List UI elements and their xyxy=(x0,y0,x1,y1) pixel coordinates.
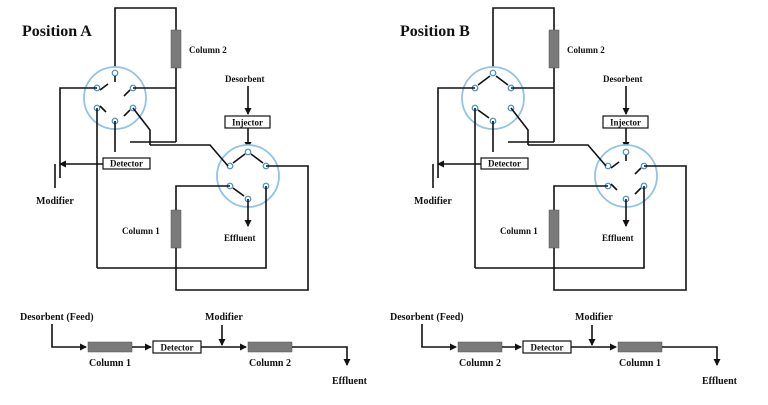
column-2-label: Column 2 xyxy=(189,45,227,55)
column-1-label: Column 1 xyxy=(122,226,160,236)
valve-port xyxy=(622,148,630,156)
valve-link xyxy=(477,109,490,119)
detector-label: Detector xyxy=(110,159,143,169)
wire xyxy=(150,144,229,167)
flow-sequence-a: Desorbent (Feed) Column 1 Detector Modif… xyxy=(20,312,368,387)
valve-port xyxy=(604,162,612,170)
detector-label: Detector xyxy=(488,159,521,169)
flow-detector-label: Detector xyxy=(531,343,564,353)
wire xyxy=(175,185,230,210)
flow-outlet-line xyxy=(662,346,721,366)
panel-title: Position A xyxy=(22,23,92,40)
wire xyxy=(437,87,475,118)
wire xyxy=(528,144,607,167)
valve-link xyxy=(250,153,264,164)
panel-position-a: Position A Column 2 Detector xyxy=(22,7,309,291)
feed-label: Desorbent (Feed) xyxy=(20,312,94,323)
flow-outlet-line xyxy=(292,346,351,366)
valve-port xyxy=(111,69,119,77)
wire xyxy=(97,186,267,269)
injector-label: Injector xyxy=(610,118,641,128)
desorbent-label: Desorbent xyxy=(225,74,265,84)
flow-second-column xyxy=(247,341,293,353)
valve-link xyxy=(232,187,245,197)
valve-port xyxy=(226,162,234,170)
effluent-label: Effluent xyxy=(602,233,634,243)
wire xyxy=(132,107,151,145)
second-column-label: Column 1 xyxy=(619,358,661,369)
top-loop-line xyxy=(492,7,555,73)
flow-modifier-label: Modifier xyxy=(575,312,613,323)
valve-link xyxy=(634,187,642,195)
valve-link xyxy=(495,75,509,86)
flow-first-column xyxy=(87,341,133,353)
wire xyxy=(175,165,309,291)
first-column-label: Column 2 xyxy=(459,358,501,369)
column-2-label: Column 2 xyxy=(567,45,605,55)
column-2 xyxy=(548,29,560,69)
wire xyxy=(59,87,97,118)
wire xyxy=(475,186,645,269)
valve-port xyxy=(489,69,497,77)
desorbent-label: Desorbent xyxy=(603,74,643,84)
valve-link xyxy=(99,83,109,91)
flow-effluent-label: Effluent xyxy=(332,376,368,387)
flow-detector-label: Detector xyxy=(161,343,194,353)
effluent-label: Effluent xyxy=(224,233,256,243)
feed-line xyxy=(421,324,457,351)
feed-label: Desorbent (Feed) xyxy=(390,312,464,323)
first-column-label: Column 1 xyxy=(89,358,131,369)
modifier-label: Modifier xyxy=(414,196,452,207)
column-2 xyxy=(170,29,182,69)
valve-link xyxy=(232,153,246,164)
column-1 xyxy=(548,209,560,249)
valve-link xyxy=(123,109,131,117)
valve-link xyxy=(123,89,131,97)
feed-line xyxy=(51,324,87,351)
flow-first-column xyxy=(457,341,503,353)
panel-position-b: Position B Column 2 Detector Modifier De… xyxy=(400,7,687,291)
valve-port xyxy=(244,148,252,156)
panel-title: Position B xyxy=(400,23,470,40)
flow-second-column xyxy=(617,341,663,353)
flow-modifier-label: Modifier xyxy=(205,312,243,323)
column-1-label: Column 1 xyxy=(500,226,538,236)
flow-effluent-label: Effluent xyxy=(702,376,738,387)
injector-label: Injector xyxy=(232,118,263,128)
modifier-label: Modifier xyxy=(36,196,74,207)
valve-link xyxy=(610,183,618,191)
wire xyxy=(553,165,687,291)
top-loop-line xyxy=(114,7,177,73)
valve-link xyxy=(634,167,642,175)
valve-link xyxy=(610,161,620,169)
valve-link xyxy=(99,105,107,113)
column-1 xyxy=(170,209,182,249)
flow-sequence-b: Desorbent (Feed) Column 2 Detector Modif… xyxy=(390,312,738,387)
wire xyxy=(553,185,608,210)
wire xyxy=(510,107,529,145)
valve-link xyxy=(477,75,491,86)
second-column-label: Column 2 xyxy=(249,358,291,369)
